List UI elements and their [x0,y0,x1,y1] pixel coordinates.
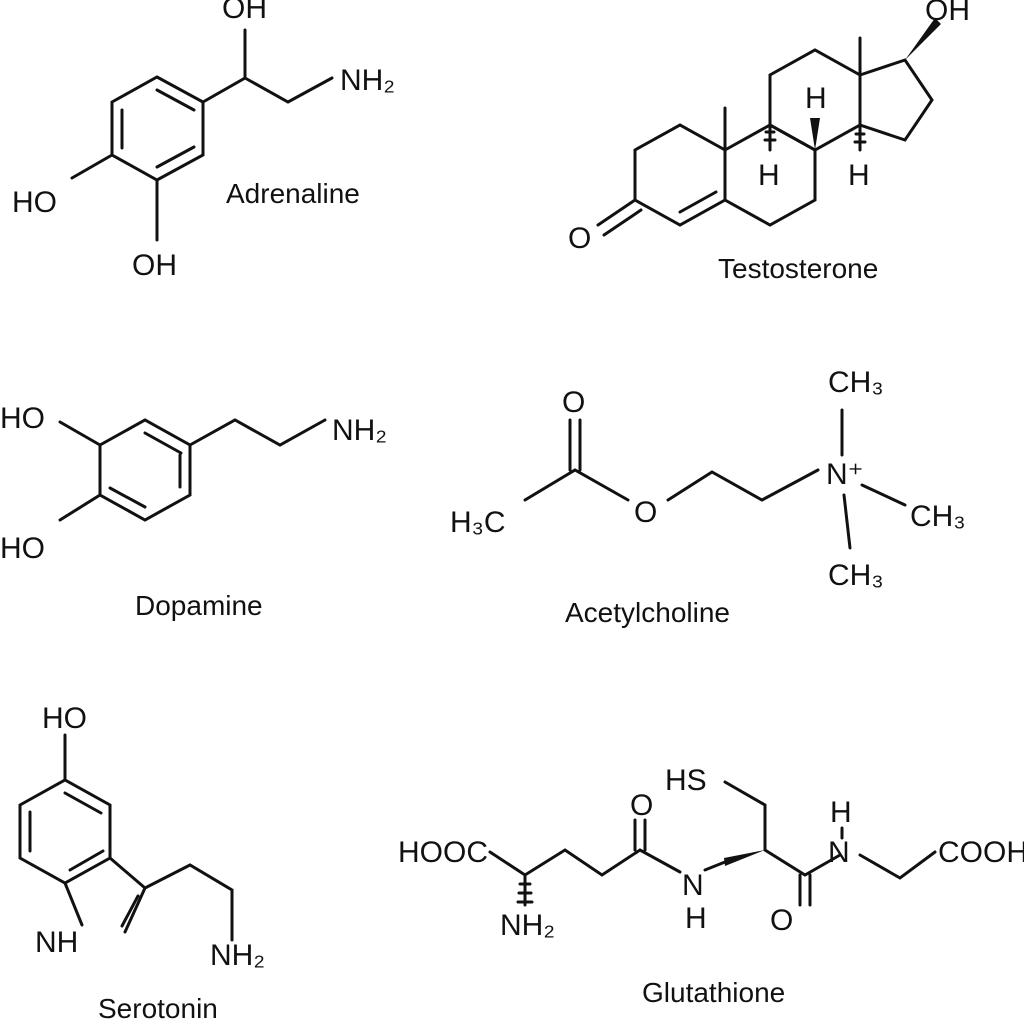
atom-label: OH [132,249,177,282]
testosterone-structure: OH O H H H Testosterone [568,0,970,284]
atom-label: O [770,904,793,937]
bonds [523,408,907,550]
atom-label: HO [0,402,45,435]
atom-label: COOH [938,836,1024,869]
atom-label: OH [222,0,267,25]
atom-label: NH [35,926,78,959]
atom-label: N⁺ [826,458,864,491]
wedge-bond [905,18,941,60]
double-bonds [120,88,196,169]
ring-a [633,123,727,227]
acetylcholine-structure: O H₃C O N⁺ CH₃ CH₃ CH₃ Acetylcholine [450,366,966,628]
atom-label: CH₃ [910,500,966,533]
atom-label: OH [925,0,970,27]
molecule-name: Serotonin [98,993,218,1024]
atom-label: N [682,869,704,902]
atom-label: HOOC [398,836,488,869]
benzene-ring [110,75,205,182]
atom-label: O [568,222,591,255]
wedge-bond [810,118,820,150]
atom-label: H [848,159,870,192]
atom-label: H [830,796,852,829]
atom-label: H [805,82,827,115]
hash-bond [516,873,534,907]
ring-d [858,58,934,142]
dopamine-structure: HO HO NH₂ Dopamine [0,402,387,621]
atom-label: O [630,789,653,822]
atom-label: H [758,159,780,192]
atom-label: H₃C [450,506,506,539]
atom-label: NH₂ [332,414,387,447]
bonds [63,733,234,942]
wedge-bond [724,850,765,866]
double-bonds [108,431,183,509]
atom-label: NH₂ [210,939,265,972]
atom-label: H [685,902,707,935]
bonds [58,418,327,522]
atom-label: O [562,386,585,419]
atom-label: N [828,836,850,869]
bonds [70,28,334,242]
glutathione-structure: HOOC NH₂ O HS N H O H N COOH Glutathione [398,764,1024,1008]
molecule-name: Testosterone [718,253,878,284]
adrenaline-structure: OH NH₂ HO OH Adrenaline [12,0,395,282]
serotonin-structure: HO NH NH₂ Serotonin [18,702,265,1024]
atom-label: HO [0,532,45,565]
atom-label: HO [12,186,57,219]
molecule-name: Acetylcholine [565,597,730,628]
benzene-ring [18,778,112,885]
hash-bonds [763,123,867,152]
atom-label: CH₃ [828,366,884,399]
molecule-name: Dopamine [135,590,263,621]
bonds [596,36,862,237]
molecule-name: Glutathione [642,977,785,1008]
benzene-ring [98,418,192,522]
atom-label: HO [42,702,87,735]
molecule-name: Adrenaline [226,178,360,209]
atom-label: O [634,496,657,529]
bonds [488,780,937,907]
atom-label: HS [665,764,707,797]
double-bonds [28,791,105,872]
atom-label: CH₃ [828,559,884,592]
atom-label: NH₂ [340,64,395,97]
atom-label: NH₂ [500,909,555,942]
